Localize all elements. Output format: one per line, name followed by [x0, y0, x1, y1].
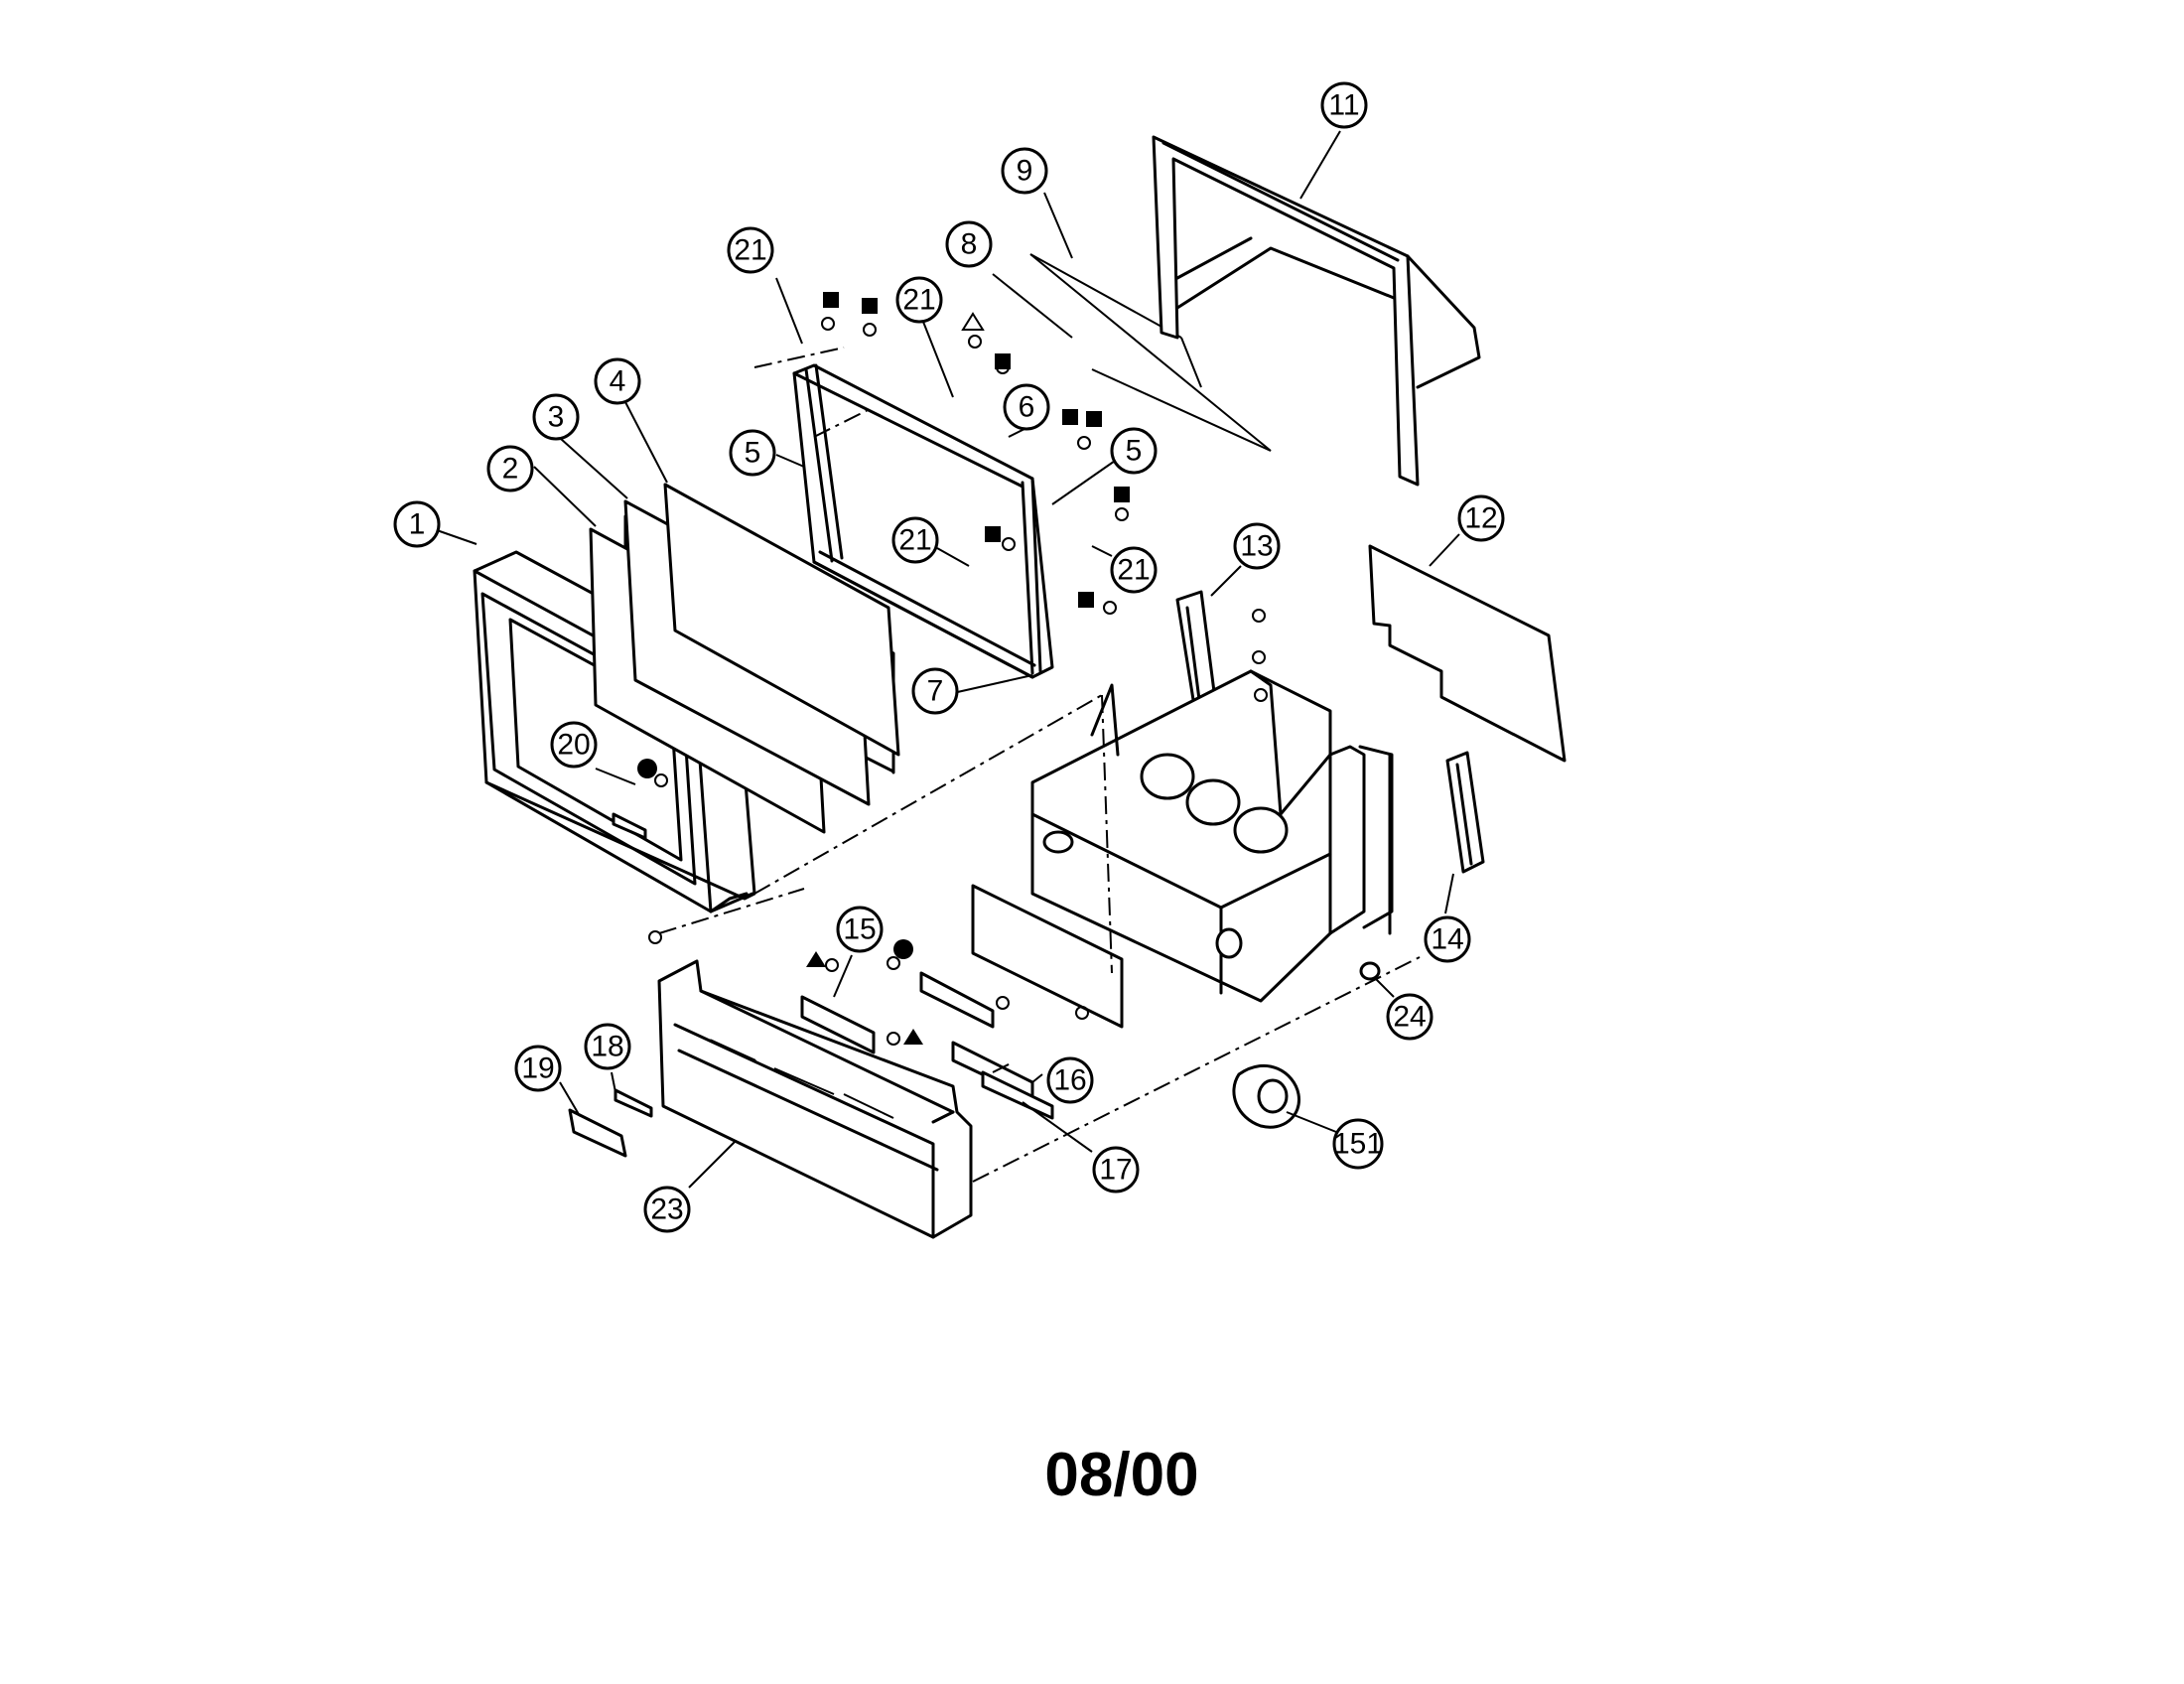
part-lower-plate	[971, 884, 1124, 1029]
callout-151: 151	[1332, 1118, 1384, 1170]
callout-13: 13	[1233, 522, 1281, 570]
callout-21-top-center: 21	[895, 276, 943, 324]
callout-20: 20	[550, 721, 598, 769]
callout-16-label: 16	[1053, 1064, 1086, 1097]
callout-21-top-center-label: 21	[902, 284, 935, 317]
callout-5-right: 5	[1110, 427, 1158, 475]
callout-13-label: 13	[1240, 530, 1273, 563]
callout-21-middle-left-label: 21	[898, 524, 931, 557]
callout-19-label: 19	[521, 1052, 554, 1085]
part-small-components	[568, 812, 1381, 1158]
callout-6: 6	[1003, 383, 1050, 431]
part-rear-cabinet	[1152, 135, 1481, 487]
callout-6-label: 6	[1019, 391, 1035, 424]
callout-11-label: 11	[1328, 89, 1359, 122]
callout-17-label: 17	[1099, 1154, 1132, 1187]
callout-14-label: 14	[1431, 923, 1463, 956]
callout-23: 23	[643, 1186, 691, 1233]
callout-20-label: 20	[557, 729, 590, 762]
callout-2: 2	[486, 445, 534, 492]
callout-9-label: 9	[1017, 155, 1033, 188]
callout-18: 18	[584, 1023, 631, 1070]
callout-24: 24	[1386, 993, 1433, 1041]
callout-2-label: 2	[502, 453, 519, 486]
callout-7: 7	[911, 667, 959, 715]
callout-12: 12	[1457, 494, 1505, 542]
callout-9: 9	[1001, 147, 1048, 195]
callout-1-label: 1	[409, 508, 426, 541]
callout-14: 14	[1424, 915, 1471, 963]
callout-8: 8	[945, 220, 993, 268]
callout-7-label: 7	[927, 675, 944, 708]
callout-21-middle-right-label: 21	[1117, 554, 1150, 587]
callout-5-left-label: 5	[745, 437, 761, 470]
callout-16: 16	[1046, 1056, 1094, 1104]
callout-5-right-label: 5	[1126, 435, 1143, 468]
callout-23-label: 23	[650, 1193, 683, 1226]
callout-15: 15	[836, 906, 884, 953]
callout-1: 1	[393, 500, 441, 548]
callout-17: 17	[1092, 1146, 1140, 1193]
callout-4-label: 4	[610, 365, 626, 398]
callout-5-left: 5	[729, 429, 776, 477]
callout-151-label: 151	[1333, 1128, 1383, 1161]
callout-11: 11	[1320, 81, 1368, 129]
part-front-lower-panel	[657, 959, 973, 1239]
callout-4: 4	[594, 357, 641, 405]
callout-21-top-left-label: 21	[734, 234, 766, 267]
part-light-engine	[1030, 669, 1394, 1003]
diagram-code: 08/00	[1044, 1441, 1199, 1509]
leader-lines	[436, 130, 1460, 1189]
callout-21-middle-right: 21	[1110, 546, 1158, 594]
callout-3-label: 3	[548, 401, 565, 434]
callout-19: 19	[514, 1045, 562, 1092]
callout-24-label: 24	[1393, 1001, 1426, 1034]
callout-21-top-left: 21	[727, 226, 774, 274]
assembly-guide-lines	[658, 347, 1421, 1183]
part-screen-panels	[589, 483, 900, 834]
callout-21-middle-left: 21	[891, 516, 939, 564]
callout-12-label: 12	[1464, 502, 1497, 535]
hardware-markers	[637, 292, 1268, 1046]
part-circuit-board	[1368, 544, 1567, 763]
callout-18-label: 18	[591, 1031, 623, 1063]
callout-15-label: 15	[843, 913, 876, 946]
callout-8-label: 8	[961, 228, 978, 261]
callout-3: 3	[532, 393, 580, 441]
part-rear-sheet	[1029, 253, 1272, 452]
